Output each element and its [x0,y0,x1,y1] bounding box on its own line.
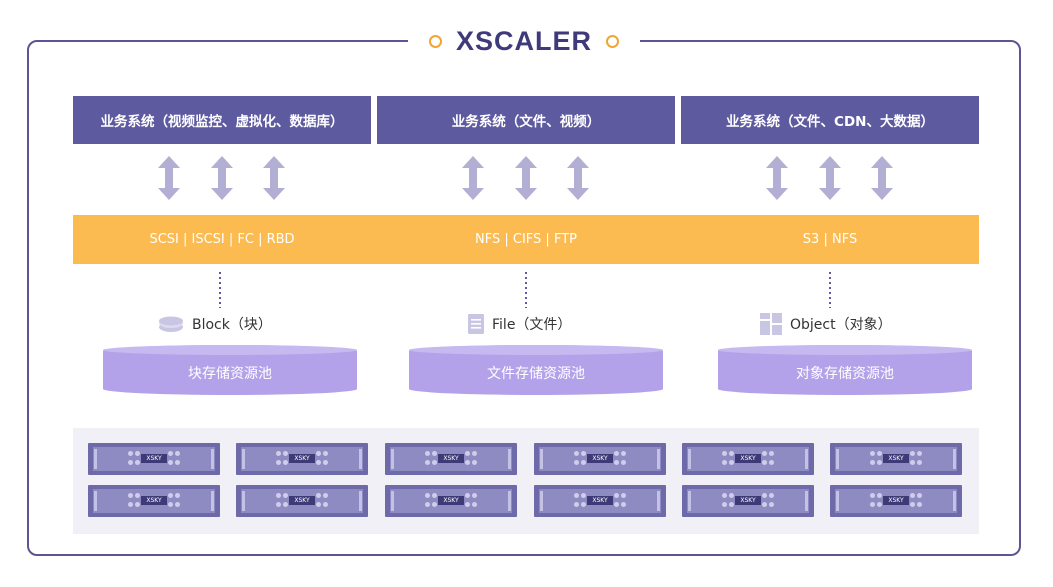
double-arrow-icon [462,156,484,200]
server-rack: XSKY XSKY XSKY XSKY XSKY XSKY XSKY XSKY XSKY XSKY… [73,428,979,534]
arrow-group-object [681,156,979,200]
server-unit: XSKY [682,485,814,517]
double-arrow-icon [515,156,537,200]
server-brand-label: XSKY [735,454,761,463]
pool-block: 块存储资源池 [103,345,357,395]
double-arrow-icon [263,156,285,200]
server-unit: XSKY [88,443,220,475]
protocol-object: S3 | NFS [802,232,858,247]
server-unit: XSKY [385,485,517,517]
business-system-object: 业务系统（文件、CDN、大数据） [681,96,979,144]
server-unit: XSKY [236,443,368,475]
title-right-dot-icon [606,34,619,48]
arrow-group-file [377,156,675,200]
pool-file-label: 文件存储资源池 [487,366,585,382]
pool-object-label: 对象存储资源池 [796,366,894,382]
server-brand-label: XSKY [438,496,464,505]
storage-type-object: Object（对象） [760,313,892,335]
object-grid-icon [760,313,782,335]
server-brand-label: XSKY [587,496,613,505]
pool-file: 文件存储资源池 [409,345,663,395]
server-unit: XSKY [88,485,220,517]
server-brand-label: XSKY [141,454,167,463]
server-brand-label: XSKY [587,454,613,463]
server-unit: XSKY [534,485,666,517]
double-arrow-icon [158,156,180,200]
disk-stack-icon [159,316,183,332]
server-unit: XSKY [385,443,517,475]
server-brand-label: XSKY [883,496,909,505]
double-arrow-icon [871,156,893,200]
connector-file [525,272,527,308]
protocol-bar: SCSI | ISCSI | FC | RBD NFS | CIFS | FTP… [73,215,979,264]
server-brand-label: XSKY [289,496,315,505]
server-brand-label: XSKY [141,496,167,505]
page-title: XSCALER [455,25,592,56]
pool-block-label: 块存储资源池 [188,366,272,382]
storage-type-file-label: File（文件） [492,317,572,333]
double-arrow-icon [766,156,788,200]
title-group: XSCALER [408,22,640,60]
server-unit: XSKY [830,485,962,517]
double-arrow-icon [567,156,589,200]
storage-type-file: File（文件） [468,313,571,335]
business-system-file: 业务系统（文件、视频） [377,96,675,144]
business-system-block: 业务系统（视频监控、虚拟化、数据库） [73,96,371,144]
connector-block [219,272,221,308]
connector-object [829,272,831,308]
storage-type-object-label: Object（对象） [790,317,892,333]
protocol-file: NFS | CIFS | FTP [475,232,577,247]
server-unit: XSKY [534,443,666,475]
server-brand-label: XSKY [289,454,315,463]
double-arrow-icon [819,156,841,200]
server-brand-label: XSKY [438,454,464,463]
file-icon [468,314,484,334]
title-left-dot-icon [428,34,442,48]
server-unit: XSKY [682,443,814,475]
arrow-group-block [73,156,371,200]
server-brand-label: XSKY [883,454,909,463]
server-unit: XSKY [236,485,368,517]
server-unit: XSKY [830,443,962,475]
pool-object: 对象存储资源池 [718,345,972,395]
protocol-block: SCSI | ISCSI | FC | RBD [149,232,295,247]
double-arrow-icon [211,156,233,200]
storage-type-block: Block（块） [158,313,272,335]
storage-type-block-label: Block（块） [192,317,272,333]
server-brand-label: XSKY [735,496,761,505]
